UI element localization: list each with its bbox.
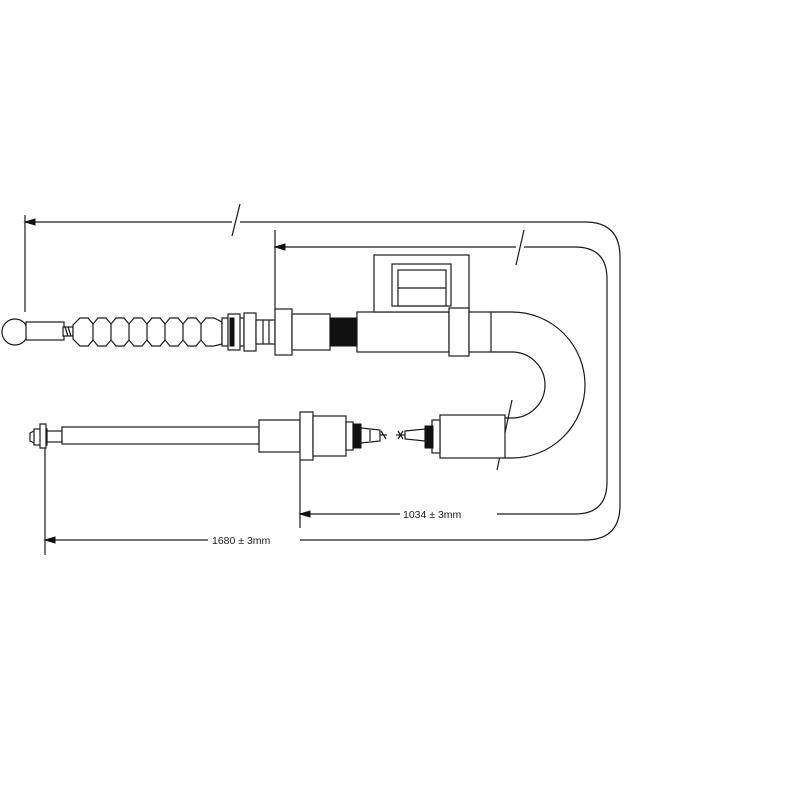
outer-length-label: 1680 ± 3mm xyxy=(212,535,271,547)
mounting-bracket xyxy=(356,254,492,357)
inner-cable-lower xyxy=(29,411,387,461)
outer-dimension-top xyxy=(23,203,621,541)
end-fitting-lower xyxy=(396,414,506,459)
outer-dimension-bottom xyxy=(43,448,585,555)
inner-length-label: 1034 ± 3mm xyxy=(403,509,462,521)
ball-end-fitting xyxy=(1,318,74,346)
adjuster-nut xyxy=(221,308,331,356)
inner-dimension-bottom xyxy=(298,460,575,528)
black-sleeve-upper xyxy=(329,317,358,347)
rubber-bellows-boot xyxy=(72,317,223,347)
inner-dimension-top xyxy=(273,229,608,515)
